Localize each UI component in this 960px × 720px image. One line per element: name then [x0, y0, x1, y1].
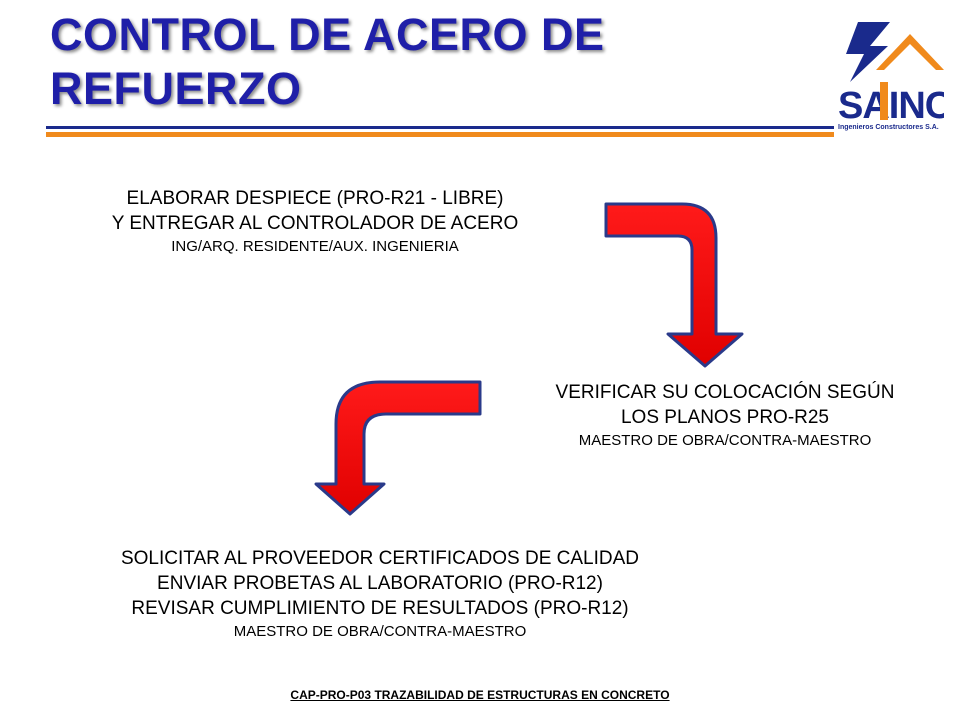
step-1: ELABORAR DESPIECE (PRO-R21 - LIBRE) Y EN…: [40, 186, 590, 257]
step-2-responsible: MAESTRO DE OBRA/CONTRA-MAESTRO: [578, 432, 872, 449]
title-rule-orange: [46, 132, 834, 137]
step-3-responsible: MAESTRO DE OBRA/CONTRA-MAESTRO: [233, 623, 527, 640]
logo-roof-icon: [876, 34, 944, 70]
logo-subtitle: Ingenieros Constructores S.A.: [838, 124, 939, 131]
step-3: SOLICITAR AL PROVEEDOR CERTIFICADOS DE C…: [20, 546, 740, 642]
footer-caption: CAP-PRO-P03 TRAZABILIDAD DE ESTRUCTURAS …: [290, 688, 670, 702]
sainc-logo: SAINC: [838, 22, 944, 127]
step-2-line-2: LOS PLANOS PRO-R25: [620, 407, 830, 428]
page-title: CONTROL DE ACERO DE REFUERZO: [50, 8, 750, 116]
arrow-right-down-icon: [604, 202, 744, 368]
step-1-line-2: Y ENTREGAR AL CONTROLADOR DE ACERO: [111, 213, 519, 234]
logo-i-bar: [880, 82, 888, 120]
step-3-line-2: ENVIAR PROBETAS AL LABORATORIO (PRO-R12): [157, 573, 603, 594]
step-3-line-1: SOLICITAR AL PROVEEDOR CERTIFICADOS DE C…: [120, 548, 640, 569]
step-3-line-3: REVISAR CUMPLIMIENTO DE RESULTADOS (PRO-…: [131, 598, 629, 619]
step-1-responsible: ING/ARQ. RESIDENTE/AUX. INGENIERIA: [171, 238, 459, 255]
logo-brand-text: SAINC: [838, 85, 944, 127]
arrow-left-down-icon: [314, 380, 482, 516]
title-line-1: CONTROL DE ACERO DE: [50, 9, 605, 60]
title-line-2: REFUERZO: [50, 63, 302, 114]
step-2-line-1: VERIFICAR SU COLOCACIÓN SEGÚN: [555, 382, 895, 403]
step-1-line-1: ELABORAR DESPIECE (PRO-R21 - LIBRE): [126, 188, 504, 209]
step-2: VERIFICAR SU COLOCACIÓN SEGÚN LOS PLANOS…: [500, 380, 950, 451]
logo-lightning-icon: [846, 22, 890, 82]
title-rule-blue: [46, 126, 834, 129]
